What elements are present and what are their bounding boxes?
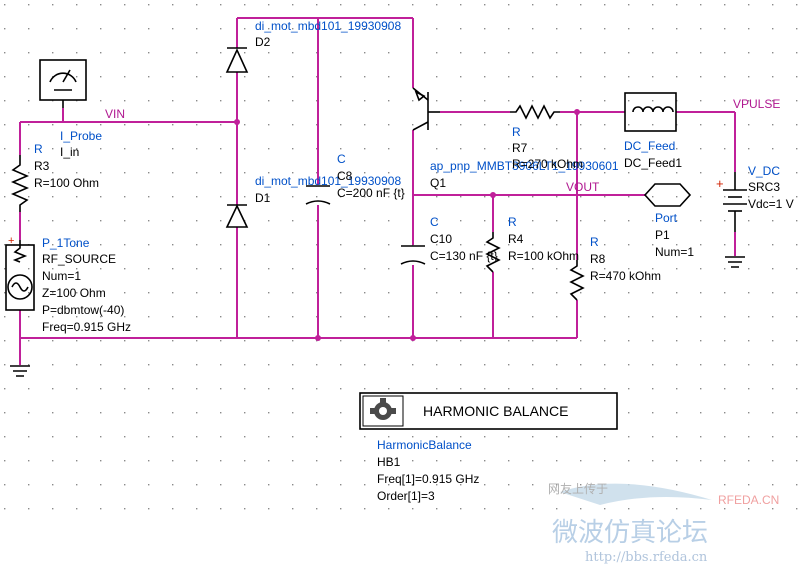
port-type-label: Port — [655, 211, 678, 225]
port-num-label: Num=1 — [655, 245, 694, 259]
source-num-label: Num=1 — [42, 269, 81, 283]
net-label-vpulse: VPULSE — [733, 97, 780, 111]
watermark-site: RFEDA.CN — [718, 493, 779, 507]
r7-type-label: R — [512, 125, 521, 139]
junction-dots — [234, 109, 580, 341]
c10-id-label: C10 — [430, 232, 452, 246]
rf-source-symbol[interactable]: + — [5, 235, 35, 311]
d1-id-label: D1 — [255, 191, 271, 205]
hb-freq-label: Freq[1]=0.915 GHz — [377, 472, 479, 486]
r3-type-label: R — [34, 142, 43, 156]
port-id-label: P1 — [655, 228, 670, 242]
r8-id-label: R8 — [590, 252, 606, 266]
source-id-label: RF_SOURCE — [42, 252, 116, 266]
transistor-q1-symbol[interactable] — [412, 87, 440, 131]
source-freq-label: Freq=0.915 GHz — [42, 320, 131, 334]
d1-model-label: di_mot_mbd101_19930908 — [255, 174, 401, 188]
iprobe-id-label: I_in — [60, 145, 79, 159]
wires — [19, 17, 736, 365]
r7-id-label: R7 — [512, 141, 528, 155]
vdc-id-label: SRC3 — [748, 180, 780, 194]
c10-type-label: C — [430, 215, 439, 229]
vdc-type-label: V_DC — [748, 164, 780, 178]
svg-text:+: + — [8, 235, 14, 247]
watermark-top-text: 网友上传于 — [548, 481, 608, 496]
resistor-r3-symbol[interactable] — [10, 155, 30, 212]
watermark-wing-graphic — [560, 483, 712, 505]
resistor-r4-symbol[interactable] — [485, 232, 501, 273]
c8-type-label: C — [337, 152, 346, 166]
net-label-vin: VIN — [105, 107, 125, 121]
ground-symbol-right — [725, 256, 745, 268]
iprobe-type-label: I_Probe — [60, 129, 102, 143]
d2-model-label: di_mot_mbd101_19930908 — [255, 19, 401, 33]
harmonic-balance-icon — [370, 398, 396, 420]
feed-id-label: DC_Feed1 — [624, 156, 682, 170]
feed-type-label: DC_Feed — [624, 139, 675, 153]
c10-value-label: C=130 nF {t} — [430, 249, 498, 263]
r4-type-label: R — [508, 215, 517, 229]
vdc-value-label: Vdc=1 V — [748, 197, 794, 211]
watermark-url: http://bbs.rfeda.cn — [585, 550, 708, 565]
svg-text:+: + — [716, 176, 724, 191]
dc-feed-symbol[interactable] — [624, 92, 677, 132]
net-label-vout: VOUT — [566, 180, 600, 194]
hb-id-label: HB1 — [377, 455, 401, 469]
source-p-label: P=dbmtow(-40) — [42, 303, 124, 317]
hb-title: HARMONIC BALANCE — [423, 403, 568, 419]
capacitor-c10-symbol[interactable] — [400, 245, 426, 265]
r3-value-label: R=100 Ohm — [34, 176, 99, 190]
r7-value-label: R=270 kOhm — [512, 157, 583, 171]
diode-d1-symbol[interactable] — [225, 204, 249, 228]
source-type-label: P_1Tone — [42, 236, 90, 250]
port-p1-symbol[interactable] — [643, 183, 692, 207]
q1-model-label: ap_pnp_MMBT3906LT1_19930601 — [430, 159, 619, 173]
capacitor-c8-symbol[interactable] — [305, 185, 331, 205]
r3-id-label: R3 — [34, 159, 50, 173]
r4-id-label: R4 — [508, 232, 524, 246]
harmonic-balance-block[interactable]: HARMONIC BALANCE — [359, 392, 618, 430]
ground-symbol-left — [10, 365, 30, 377]
r8-type-label: R — [590, 235, 599, 249]
hb-order-label: Order[1]=3 — [377, 489, 435, 503]
r4-value-label: R=100 kOhm — [508, 249, 579, 263]
c8-value-label: C=200 nF {t} — [337, 186, 405, 200]
hb-type-label: HarmonicBalance — [377, 438, 472, 452]
resistor-r8-symbol[interactable] — [569, 260, 585, 301]
c8-id-label: C8 — [337, 169, 353, 183]
resistor-r7-symbol[interactable] — [510, 104, 560, 120]
diode-d2-symbol[interactable] — [225, 47, 249, 73]
dc-voltage-source-symbol[interactable]: + — [716, 172, 747, 232]
d2-id-label: D2 — [255, 35, 271, 49]
source-z-label: Z=100 Ohm — [42, 286, 106, 300]
watermark-chinese-title: 微波仿真论坛 — [552, 518, 708, 548]
watermark: 网友上传于 RFEDA.CN 微波仿真论坛 http://bbs.rfeda.c… — [548, 481, 779, 565]
q1-id-label: Q1 — [430, 176, 446, 190]
r8-value-label: R=470 kOhm — [590, 269, 661, 283]
current-probe-symbol[interactable] — [39, 59, 87, 108]
